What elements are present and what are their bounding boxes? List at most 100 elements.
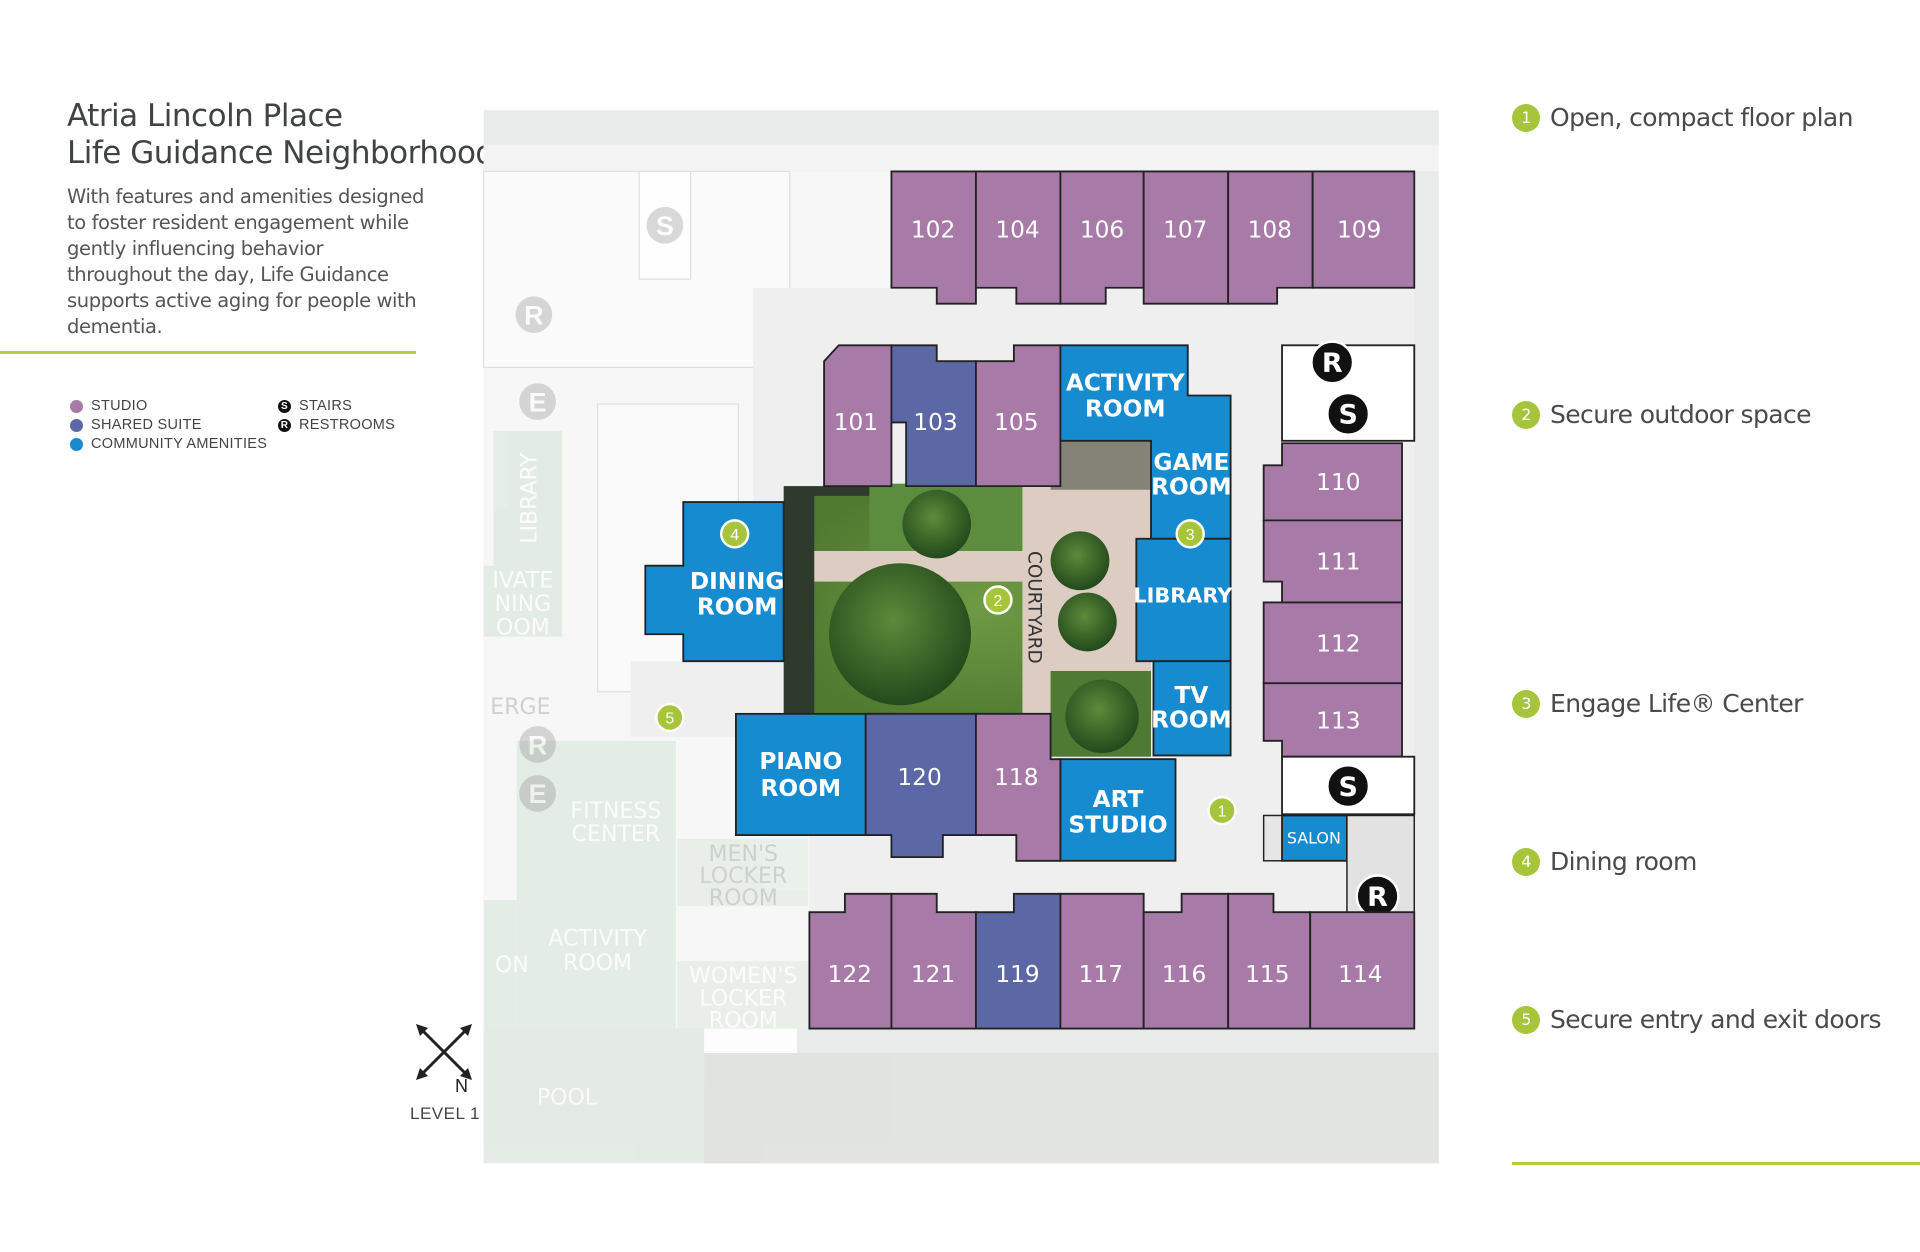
dining-room[interactable] <box>644 501 785 663</box>
amenity-label: GAME <box>1153 449 1229 476</box>
elevator-glyph: E <box>529 779 547 809</box>
feature-label: Secure entry and exit doors <box>1550 1005 1882 1034</box>
stairs-glyph: S <box>656 211 674 241</box>
faded-label-activity: ROOM <box>563 951 632 976</box>
legend-label: RESTROOMS <box>299 417 396 433</box>
feature-number-badge: 2 <box>1512 400 1540 429</box>
faded-label-concierge: ERGE <box>490 695 550 720</box>
marker-3: 3 <box>1175 519 1205 549</box>
tree-icon <box>902 489 972 559</box>
faded-restroom-icon: R <box>519 726 556 763</box>
faded-label-library: LIBRARY <box>517 452 542 543</box>
restroom-glyph: R <box>1367 882 1388 913</box>
amenity-label: STUDIO <box>1068 812 1167 839</box>
stairs-icon: S <box>278 400 291 413</box>
restroom-icon: R <box>1355 874 1400 919</box>
art-studio[interactable] <box>1059 758 1177 862</box>
amenity-label: ROOM <box>1085 395 1166 422</box>
marker-5: 5 <box>655 702 685 733</box>
unit-label: 104 <box>995 217 1039 244</box>
unit-label: 115 <box>1245 961 1289 988</box>
unit-label: 112 <box>1316 630 1360 657</box>
stairs-icon: S <box>1326 391 1371 436</box>
faded-label-fitness: FITNESS <box>570 799 661 824</box>
unit-label: 101 <box>834 409 878 436</box>
marker-1: 1 <box>1207 795 1237 826</box>
compass-icon <box>416 1024 472 1080</box>
marker-2: 2 <box>983 585 1013 615</box>
feature-label: Dining room <box>1550 847 1697 876</box>
unit-label: 111 <box>1316 548 1360 575</box>
courtyard: COURTYARD <box>783 440 1152 757</box>
divider <box>0 351 416 354</box>
faded-label-womens-locker: ROOM <box>709 1008 778 1033</box>
amenity-label: SALON <box>1287 829 1341 848</box>
level-label: LEVEL 1 <box>410 1104 480 1123</box>
marker-number: 1 <box>1218 804 1227 821</box>
tree-icon <box>1050 531 1110 591</box>
bottom-row-units: 122 121 119 117 116 115 114 <box>808 892 1416 1030</box>
amenity-label: PIANO <box>759 748 842 775</box>
legend-label: SHARED SUITE <box>91 417 202 433</box>
unit-label: 121 <box>911 961 955 988</box>
faded-label-fitness: CENTER <box>572 822 660 847</box>
unit-label: 120 <box>897 764 941 791</box>
amenity-label: ART <box>1093 786 1144 813</box>
unit-101[interactable] <box>823 344 893 488</box>
faded-mens-locker-labels: MEN'S LOCKER ROOM <box>699 842 787 911</box>
faded-elevator-icon: E <box>519 383 556 420</box>
amenity-label: ROOM <box>697 594 778 621</box>
east-units: 110 111 112 113 <box>1262 442 1403 758</box>
feature-number-badge: 4 <box>1512 847 1540 876</box>
restroom-glyph: R <box>524 300 543 330</box>
unit-label: 106 <box>1080 217 1124 244</box>
unit-label: 119 <box>995 961 1039 988</box>
faded-label-salon: ON <box>495 953 529 978</box>
faded-label-private-dining: NING <box>495 592 552 617</box>
faded-label-mens-locker: MEN'S <box>709 842 778 867</box>
unit-109[interactable] <box>1311 170 1416 289</box>
title-line-2: Life Guidance Neighborhood <box>67 135 495 171</box>
faded-label-womens-locker: LOCKER <box>699 986 787 1011</box>
unit-label: 113 <box>1316 708 1360 735</box>
amenity-label: ACTIVITY <box>1066 370 1186 397</box>
faded-label-mens-locker: LOCKER <box>699 864 787 889</box>
feature-item: 2 Secure outdoor space <box>1512 400 1811 429</box>
amenity-label: ROOM <box>761 775 842 802</box>
title-line-1: Atria Lincoln Place <box>67 98 343 134</box>
amenity-label: ROOM <box>1151 474 1232 501</box>
tree-icon <box>828 563 972 706</box>
legend-studio: STUDIO <box>70 397 267 416</box>
unit-114[interactable] <box>1309 911 1416 1030</box>
road <box>483 144 1439 172</box>
amenity-label: ROOM <box>1151 706 1232 733</box>
tree-icon <box>1065 679 1139 754</box>
feature-number-badge: 1 <box>1512 103 1540 132</box>
studio-swatch-icon <box>70 400 83 413</box>
north-label: N <box>455 1076 468 1096</box>
tree-icon <box>1057 592 1117 652</box>
page-title: Atria Lincoln Place Life Guidance Neighb… <box>67 98 495 172</box>
stairs-glyph: S <box>1338 772 1357 803</box>
feature-label: Secure outdoor space <box>1550 400 1811 429</box>
amenity-label: TV <box>1174 682 1208 709</box>
stairs-glyph: S <box>1338 400 1357 431</box>
faded-label-womens-locker: WOMEN'S <box>689 964 798 989</box>
legend-colors: STUDIO SHARED SUITE COMMUNITY AMENITIES <box>70 397 267 454</box>
faded-label-activity: ACTIVITY <box>548 926 647 951</box>
unit-118[interactable] <box>974 712 1062 862</box>
feature-number-badge: 5 <box>1512 1005 1540 1034</box>
feature-label: Engage Life® Center <box>1550 689 1803 718</box>
salon[interactable] <box>1281 814 1348 862</box>
faded-restroom-icon: R <box>515 296 553 334</box>
legend-label: COMMUNITY AMENITIES <box>91 436 268 452</box>
stairs-icon: S <box>1326 764 1371 809</box>
unit-label: 103 <box>913 409 957 436</box>
unit-label: 114 <box>1338 961 1382 988</box>
tv-room[interactable] <box>1152 660 1232 757</box>
